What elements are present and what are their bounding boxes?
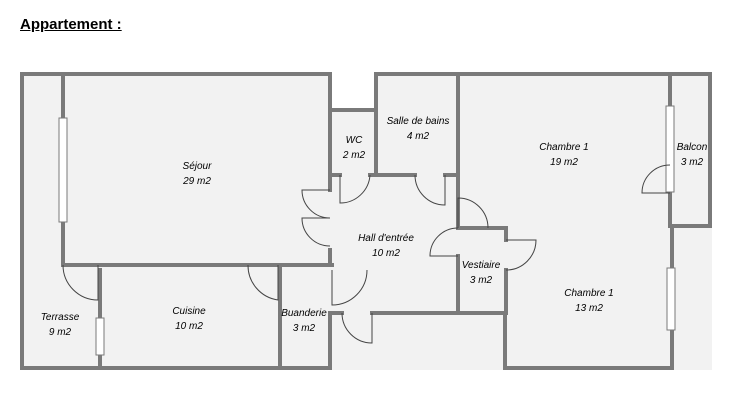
door-sejour-1 [301, 189, 331, 219]
label-sejour-name: Séjour [183, 161, 213, 172]
label-hall-area: 10 m2 [372, 248, 400, 259]
label-wc-area: 2 m2 [342, 150, 366, 161]
label-chambre-a-area: 19 m2 [550, 157, 578, 168]
label-vestiaire-area: 3 m2 [470, 275, 493, 286]
door-buanderie [331, 269, 368, 306]
label-balcon-name: Balcon [677, 142, 708, 153]
door-entree [341, 312, 373, 344]
door-vestiaire [457, 197, 489, 229]
label-terrasse-area: 9 m2 [49, 327, 72, 338]
label-chambre-b-area: 13 m2 [575, 303, 603, 314]
label-chambre-a-name: Chambre 1 [539, 142, 588, 153]
plan-title: Appartement : [20, 16, 122, 33]
label-cuisine-name: Cuisine [172, 306, 206, 317]
window-cuisine [95, 317, 105, 356]
door-terrasse [62, 264, 99, 301]
notch-top [330, 74, 376, 110]
window-chambre-b [666, 267, 676, 331]
label-sdb-area: 4 m2 [407, 131, 430, 142]
door-balcon [641, 164, 671, 194]
window-sejour [58, 117, 68, 223]
doors [62, 164, 671, 344]
label-sdb-name: Salle de bains [387, 116, 450, 127]
room-labels: Séjour 29 m2 WC 2 m2 Salle de bains 4 m2… [41, 116, 708, 338]
label-vestiaire-name: Vestiaire [462, 260, 501, 271]
walls [20, 72, 712, 370]
label-cuisine-area: 10 m2 [175, 321, 203, 332]
window-chambre-a [665, 105, 675, 193]
label-hall-name: Hall d'entrée [358, 233, 414, 244]
door-sejour-2 [301, 217, 331, 247]
door-chambre-b [505, 239, 537, 271]
floor-area [22, 74, 712, 370]
door-sdb [414, 174, 446, 206]
label-buanderie-name: Buanderie [281, 308, 327, 319]
label-terrasse-name: Terrasse [41, 312, 80, 323]
label-sejour-area: 29 m2 [182, 176, 211, 187]
label-wc-name: WC [346, 135, 363, 146]
door-cuisine [247, 264, 279, 301]
label-chambre-b-name: Chambre 1 [564, 288, 613, 299]
label-balcon-area: 3 m2 [681, 157, 704, 168]
door-vestiaire-side [429, 227, 459, 257]
label-buanderie-area: 3 m2 [293, 323, 316, 334]
door-wc [339, 174, 371, 204]
windows [58, 105, 676, 356]
